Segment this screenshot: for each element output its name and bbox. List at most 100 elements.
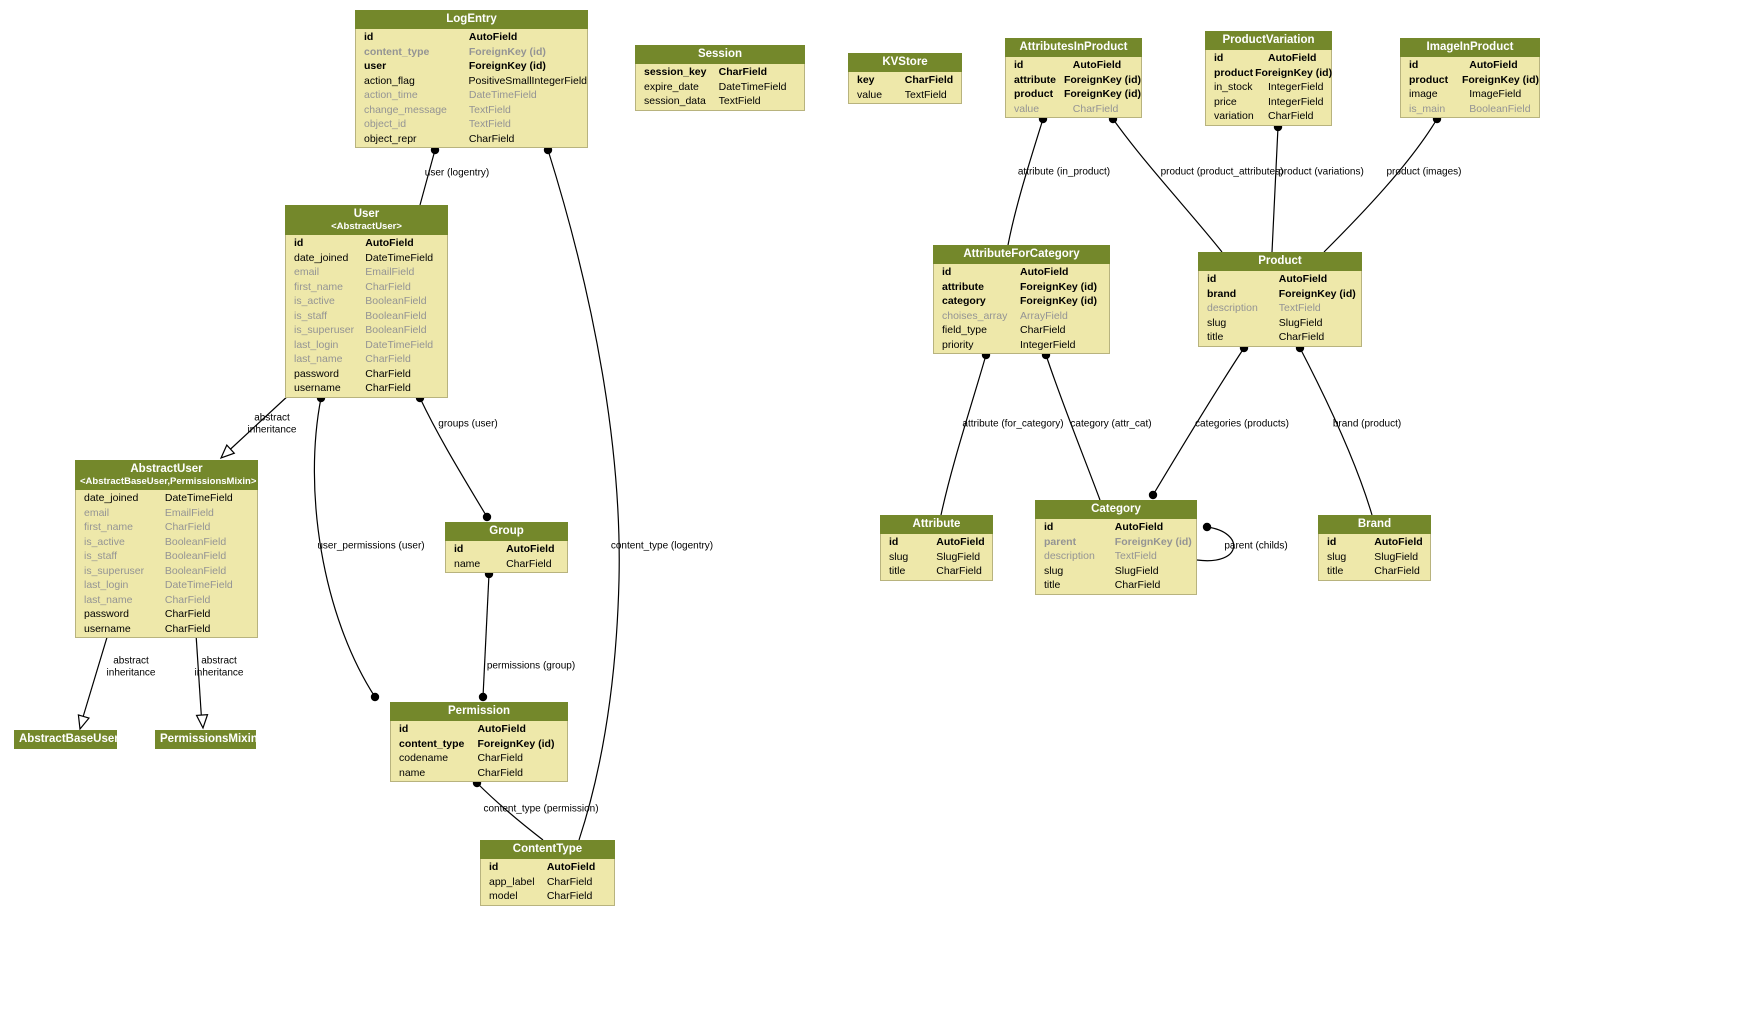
field-name: object_repr xyxy=(364,132,417,145)
field-name: description xyxy=(1207,302,1258,314)
field-type: CharField xyxy=(477,766,523,779)
field-type: AutoField xyxy=(546,861,596,873)
field-row-date_joined: date_joined DateTimeField xyxy=(76,491,257,506)
field-type: AutoField xyxy=(1020,266,1069,278)
field-row-priority: priority IntegerField xyxy=(934,338,1109,353)
entity-subtitle: <AbstractUser> xyxy=(331,221,402,232)
field-name: is_staff xyxy=(294,309,328,322)
edge-label-product-productattributes: product (product_attributes) xyxy=(1160,166,1284,178)
field-name: title xyxy=(1207,331,1224,343)
field-type: AutoField xyxy=(1268,52,1317,64)
field-type: AutoField xyxy=(1469,59,1518,71)
field-name: priority xyxy=(942,338,974,351)
field-type: DateTimeField xyxy=(365,251,434,264)
entity-header: Permission xyxy=(390,702,568,721)
entity-abstractuser[interactable]: AbstractUser<AbstractBaseUser,Permission… xyxy=(75,460,258,638)
field-type: DateTimeField xyxy=(164,492,233,504)
entity-title: Category xyxy=(1091,503,1141,515)
field-row-name: name CharField xyxy=(391,766,567,781)
field-name: username xyxy=(294,382,341,394)
field-name: id xyxy=(454,543,464,555)
field-name: id xyxy=(364,31,374,43)
field-type: DateTimeField xyxy=(164,579,233,591)
field-type: EmailField xyxy=(164,506,214,519)
field-name: category xyxy=(942,295,986,307)
field-type: SlugField xyxy=(1114,564,1159,577)
field-type: AutoField xyxy=(468,31,518,43)
field-type: BooleanField xyxy=(365,324,427,336)
field-type: CharField xyxy=(546,875,593,888)
field-name: id xyxy=(1207,273,1217,285)
field-name: codename xyxy=(399,752,449,764)
field-name: password xyxy=(84,608,129,620)
field-name: slug xyxy=(1044,564,1064,577)
edge-userpermissions-user xyxy=(313,397,376,698)
field-name: session_key xyxy=(644,66,707,78)
entity-header: AttributeForCategory xyxy=(933,245,1110,264)
edge-label-user-abstractuser-inheritance: abstract inheritance xyxy=(247,412,297,436)
field-type: ForeignKey (id) xyxy=(1255,66,1333,79)
field-name: id xyxy=(489,861,499,873)
entity-header: AttributesInProduct xyxy=(1005,38,1142,57)
field-name: key xyxy=(857,74,875,86)
edge-label-groups-user: groups (user) xyxy=(438,418,498,430)
field-type: CharField xyxy=(936,565,982,577)
field-name: name xyxy=(399,766,426,779)
field-type: IntegerField xyxy=(1020,338,1076,351)
edge-product-productattributes xyxy=(1112,118,1223,253)
entity-permissionsmixin[interactable]: PermissionsMixin xyxy=(155,730,258,749)
entity-title: LogEntry xyxy=(446,13,497,25)
field-name: parent xyxy=(1044,535,1077,548)
field-name: choises_array xyxy=(942,309,1008,322)
field-name: session_data xyxy=(644,95,706,107)
field-name: is_superuser xyxy=(84,564,145,577)
field-name: product xyxy=(1214,66,1254,79)
edge-abstractuser-abstractbaseuser-inheritance xyxy=(79,633,109,728)
edge-label-attribute-inproduct: attribute (in_product) xyxy=(1017,166,1111,178)
field-name: date_joined xyxy=(84,492,139,504)
inheritance-arrow-icon xyxy=(77,714,90,731)
entity-header: ProductVariation xyxy=(1205,31,1332,50)
entity-title: Permission xyxy=(448,705,510,717)
field-type: CharField xyxy=(365,367,411,380)
field-name: in_stock xyxy=(1214,81,1253,93)
entity-abstractbaseuser[interactable]: AbstractBaseUser xyxy=(14,730,119,749)
field-type: CharField xyxy=(468,132,515,145)
